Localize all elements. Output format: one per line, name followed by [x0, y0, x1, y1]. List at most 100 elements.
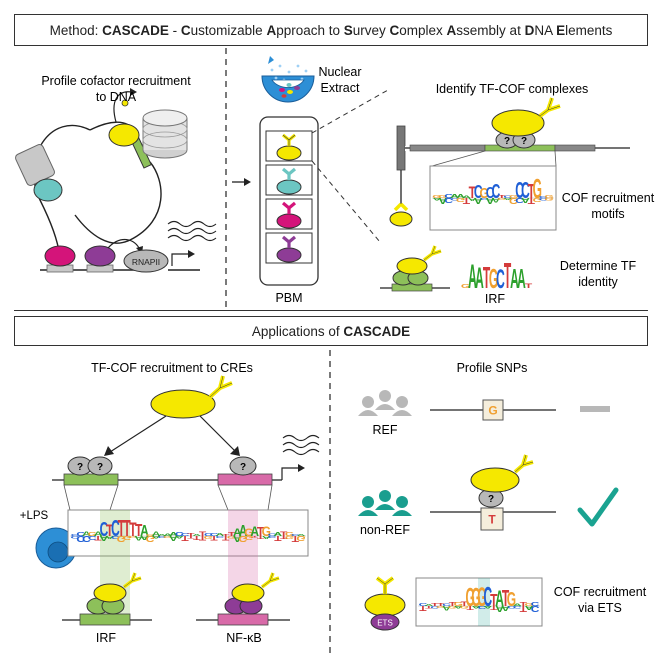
snp-ets-row: ETS — [364, 576, 543, 631]
motif-letter: G — [489, 265, 498, 295]
tf-identity-schematic — [380, 245, 450, 292]
title-segment: A — [266, 22, 277, 38]
motif-letter: C — [100, 518, 109, 541]
title-segment: NA — [534, 22, 557, 38]
motif-letter: C — [175, 531, 184, 538]
snp-ref-row: G — [358, 390, 610, 421]
motif-letter: G — [117, 534, 126, 543]
title-prefix: Method: — [49, 22, 103, 38]
motif-letter: A — [140, 535, 149, 541]
motif-letter: A — [152, 535, 161, 539]
pbm-disc-stack-icon — [142, 109, 188, 159]
motif-letter: A — [175, 535, 185, 539]
motif-letter: G — [436, 605, 446, 608]
applications-title: Applications of CASCADE — [14, 316, 648, 346]
motif-letter: G — [497, 197, 507, 200]
motif-letter: C — [521, 178, 530, 203]
motif-letter: G — [122, 535, 131, 541]
motif-letter: T — [118, 516, 125, 541]
motif-letter: A — [169, 534, 178, 542]
title-segment: omplex — [399, 22, 447, 38]
section-separator — [14, 310, 648, 311]
motif-letter: G — [204, 535, 213, 540]
motif-letter: T — [222, 533, 230, 536]
motif-letter: T — [199, 531, 206, 538]
motif-letter: T — [257, 535, 265, 540]
motif-letter: T — [257, 525, 265, 539]
motif-letter: A — [495, 604, 504, 613]
applications-title-prefix: Applications of — [251, 323, 344, 339]
check-icon — [577, 487, 619, 527]
svg-text:?: ? — [240, 462, 246, 473]
motif-letter: G — [163, 535, 173, 539]
method-title-text: Method: CASCADE - Customizable Approach … — [50, 23, 613, 38]
motif-letter: C — [291, 533, 301, 536]
motif-letter: C — [181, 532, 190, 537]
motif-letter: G — [533, 173, 542, 204]
motif-letter: C — [515, 196, 524, 204]
profile-title-line1: Profile cofactor recruitment — [41, 74, 191, 88]
motif-letter: C — [450, 197, 459, 201]
motif-letter: C — [204, 532, 213, 537]
title-segment: E — [556, 22, 566, 38]
motif-letter: T — [466, 605, 474, 612]
motif-letter: C — [484, 583, 493, 613]
svg-text:?: ? — [77, 462, 83, 473]
motif-letter: T — [528, 196, 536, 205]
motif-letter: T — [280, 531, 287, 538]
rnapii-label: RNAPII — [132, 257, 160, 267]
motif-letter: A — [433, 197, 442, 201]
title-segment: pproach to — [276, 22, 344, 38]
motif-letter: C — [474, 183, 483, 203]
motif-letter: C — [419, 602, 428, 607]
motif-letter: C — [76, 534, 85, 543]
motif-letter: A — [503, 197, 512, 200]
motif-letter: C — [513, 605, 523, 609]
motif-letter: T — [483, 260, 491, 294]
motif-letter: T — [210, 534, 218, 541]
motif-letter: C — [480, 197, 490, 200]
motif-letter: T — [431, 602, 439, 607]
motif-letter: C — [444, 194, 453, 199]
motif-letter: G — [146, 534, 156, 537]
motif-letter: G — [128, 535, 138, 538]
motif-letter: T — [94, 534, 102, 541]
motif-letter: C — [268, 533, 278, 537]
motif-letter: T — [520, 601, 528, 607]
motif-letter: T — [449, 600, 457, 607]
title-segment: urvey — [352, 22, 390, 38]
cof-ets-line1: COF recruitment — [554, 585, 647, 599]
motif-letter: A — [474, 196, 483, 205]
motif-letter: A — [495, 586, 504, 611]
motif-letter: C — [71, 535, 80, 539]
motif-letter: A — [233, 534, 242, 543]
motif-letter: A — [297, 533, 307, 536]
motif-letter: A — [105, 535, 114, 540]
motif-letter: C — [539, 197, 549, 201]
motif-letter: A — [262, 535, 271, 540]
motif-letter: T — [251, 536, 259, 538]
motif-letter: C — [210, 532, 219, 537]
motif-letter: T — [528, 180, 536, 203]
motif-letter: G — [460, 605, 470, 609]
motif-letter: A — [425, 603, 435, 606]
nuclear-extract-line2: Extract — [321, 81, 360, 95]
motif-letter: G — [296, 534, 306, 542]
motif-letter: G — [244, 528, 254, 539]
motif-letter: C — [82, 534, 91, 543]
motif-letter: G — [448, 605, 458, 609]
motif-letter: G — [465, 584, 474, 612]
motif-letter: G — [479, 185, 488, 201]
motif-letter: A — [450, 193, 459, 199]
motif-letter: A — [192, 534, 202, 537]
motif-letter: T — [193, 535, 201, 541]
motif-letter: G — [507, 588, 516, 611]
motif-letter: T — [129, 519, 136, 541]
pbm-well-magenta — [276, 201, 302, 229]
motif-letter: C — [111, 535, 120, 540]
motif-letter: G — [509, 196, 518, 205]
motif-letter: A — [82, 531, 91, 538]
cre-title: TF-COF recruitment to CREs — [91, 361, 253, 375]
motif-letter: A — [475, 260, 484, 294]
ets-label: ETS — [377, 619, 393, 628]
